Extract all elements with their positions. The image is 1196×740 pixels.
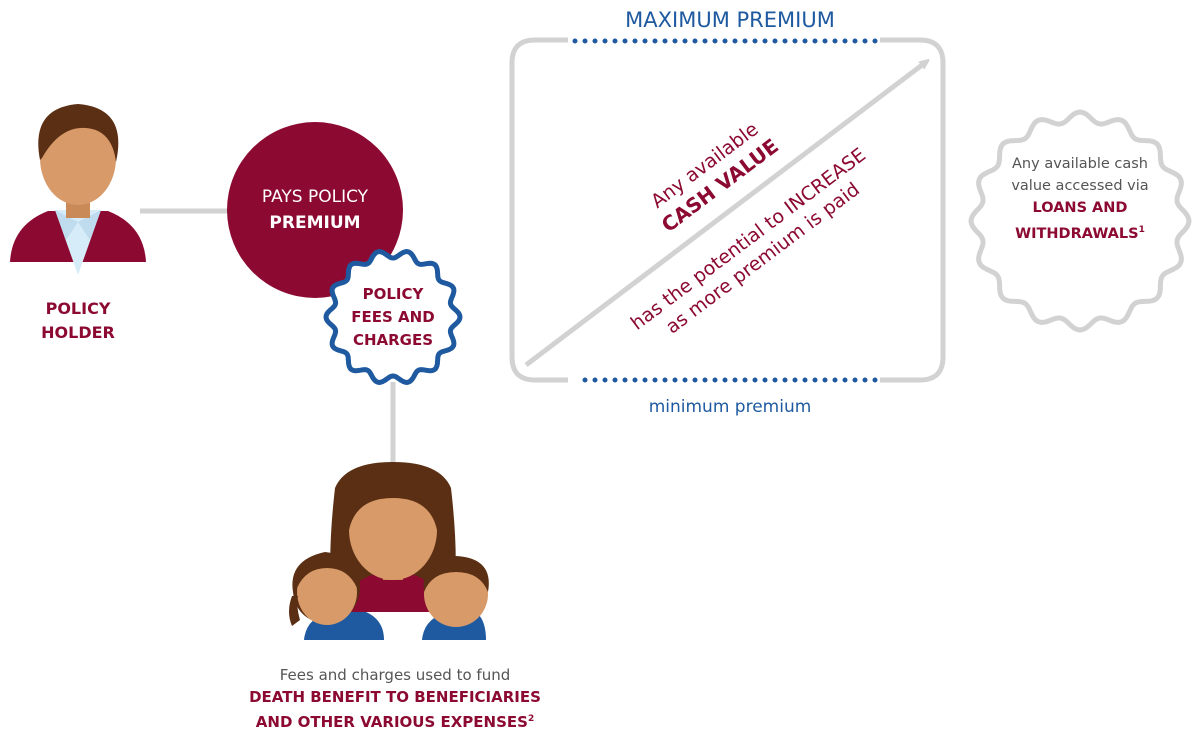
loans-line3: LOANS AND (1032, 200, 1128, 216)
policy-holder-label: POLICY HOLDER (8, 297, 148, 345)
potential-increase-text: has the potential to INCREASE as more pr… (627, 144, 870, 339)
arrow-icon (524, 62, 926, 367)
policy-holder-line1: POLICY (45, 299, 111, 318)
loans-badge-shape (968, 109, 1192, 333)
loans-line1: Any available cash (1012, 156, 1148, 172)
fees-line3: CHARGES (352, 331, 434, 349)
fees-line1: POLICY (362, 285, 424, 303)
beneficiaries-line3-wrap: AND OTHER VARIOUS EXPENSES2 (190, 708, 600, 733)
min-premium-label: minimum premium (648, 397, 812, 417)
beneficiaries-line3: AND OTHER VARIOUS EXPENSES (255, 713, 528, 731)
beneficiaries-footnote-marker: 2 (527, 714, 535, 724)
loans-footnote-marker: 1 (1138, 225, 1145, 235)
fees-line2: FEES AND (351, 308, 435, 326)
premium-circle-label: PAYS POLICY PREMIUM (235, 184, 395, 236)
loans-badge-label: Any available cash value accessed via LO… (990, 153, 1170, 245)
fees-badge-label: POLICY FEES AND CHARGES (330, 283, 456, 352)
beneficiaries-label: Fees and charges used to fund DEATH BENE… (190, 664, 600, 733)
beneficiaries-line2: DEATH BENEFIT TO BENEFICIARIES (249, 688, 541, 706)
premium-circle (227, 122, 403, 298)
premium-range-box (509, 37, 946, 383)
policy-holder-icon (10, 104, 146, 275)
fees-badge-shape (323, 249, 463, 385)
loans-line4: WITHDRAWALS (1015, 225, 1139, 242)
premium-line1: PAYS POLICY (261, 187, 369, 207)
policy-holder-line2: HOLDER (41, 323, 115, 342)
beneficiaries-family-icon (289, 462, 489, 640)
beneficiaries-line1: Fees and charges used to fund (279, 666, 511, 684)
premium-line2: PREMIUM (269, 213, 361, 233)
loans-line4-wrap: WITHDRAWALS1 (990, 219, 1170, 245)
loans-line2: value accessed via (1011, 178, 1149, 194)
max-premium-label: MAXIMUM PREMIUM (625, 8, 835, 32)
